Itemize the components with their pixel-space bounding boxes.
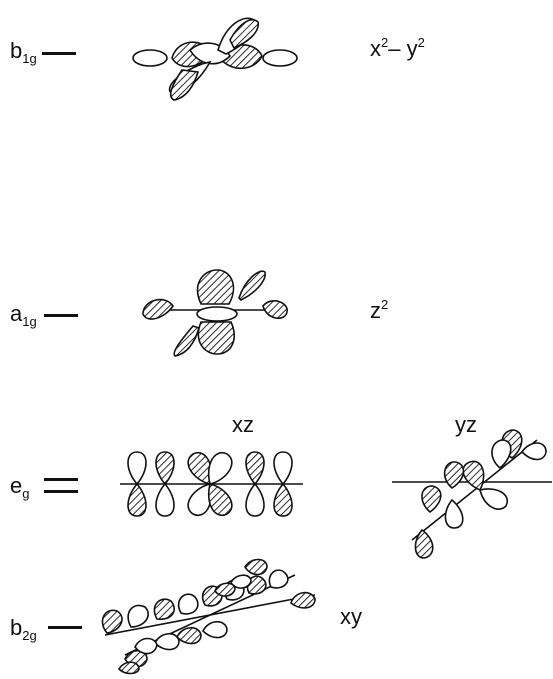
- b1g-level-label: b1g: [10, 38, 37, 66]
- eg-energy-line-lower: [44, 490, 78, 493]
- b2g-level-label: b2g: [10, 615, 37, 643]
- b2g-xy-orbital: [101, 558, 316, 675]
- eg-xz-orbital: [120, 451, 303, 517]
- eg-yz-orbital: [392, 429, 552, 559]
- a1g-level-label: a1g: [10, 301, 37, 329]
- b1g-energy-line: [42, 52, 76, 55]
- a1g-z2-orbital: [142, 269, 288, 357]
- a1g-energy-line: [44, 314, 78, 317]
- eg-level-label: eg: [10, 473, 30, 501]
- eg-energy-line-upper: [44, 478, 78, 481]
- b1g-orbital-label: x2– y2: [370, 35, 425, 61]
- yz-orbital-label: yz: [455, 412, 477, 437]
- a1g-orbital-label: z2: [370, 297, 389, 323]
- b1g-x2-y2-orbital: [132, 17, 298, 101]
- xz-orbital-label: xz: [232, 412, 254, 437]
- b2g-orbital-label: xy: [340, 604, 362, 629]
- b2g-energy-line: [48, 626, 82, 629]
